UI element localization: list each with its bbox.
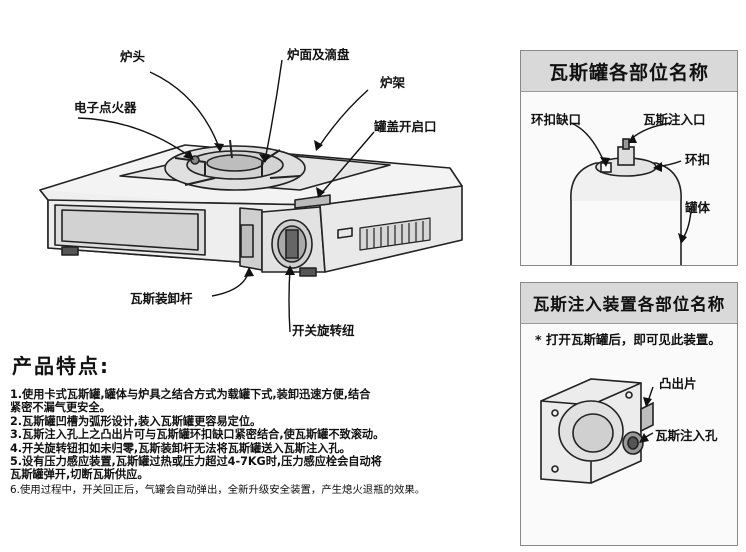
injector-note: * 打开瓦斯罐后，即可见此装置。 bbox=[535, 331, 731, 348]
canister-illustration bbox=[570, 122, 692, 265]
injector-parts-panel: 瓦斯注入装置各部位名称 * 打开瓦斯罐后，即可见此装置。 bbox=[520, 282, 738, 546]
burner-head-label: 炉头 bbox=[120, 49, 146, 64]
canister-panel-title: 瓦斯罐各部位名称 bbox=[521, 51, 737, 92]
feature-item-3: 3.瓦斯注入孔上之凸出片可与瓦斯罐环扣缺口紧密结合,使瓦斯罐不致滚动。 bbox=[10, 428, 385, 442]
ring-buckle-label: 环扣 bbox=[685, 152, 711, 167]
protrusion-label: 凸出片 bbox=[659, 376, 697, 391]
features-title: 产品特点: bbox=[12, 354, 110, 378]
feature-item-5: 5.设有压力感应装置,瓦斯罐过热或压力超过4-7KG时,压力感应栓会自动将 瓦斯… bbox=[10, 455, 382, 482]
note-text: 打开瓦斯罐后，即可见此装置。 bbox=[545, 332, 721, 347]
ring-notch-label: 环扣缺口 bbox=[531, 112, 582, 127]
canister-cover-opening-label: 罐盖开启口 bbox=[374, 119, 437, 134]
feature-item-2: 2.瓦斯罐凹槽为弧形设计,装入瓦斯罐更容易定位。 bbox=[10, 414, 262, 428]
injector-illustration bbox=[540, 378, 654, 484]
feature-item-6: 6.使用过程中，开关回正后，气罐会自动弹出，全新升级安全装置，产生熄火退瓶的效果… bbox=[10, 483, 426, 496]
feature-item-4: 4.开关旋转钮扣如未归零,瓦斯装卸杆无法将瓦斯罐送入瓦斯注入孔。 bbox=[10, 441, 351, 455]
note-mark: * bbox=[535, 332, 542, 347]
switch-knob-label: 开关旋转纽 bbox=[292, 323, 355, 338]
electronic-igniter-label: 电子点火器 bbox=[74, 100, 137, 115]
pot-support-label: 炉架 bbox=[380, 75, 406, 90]
stove-top-drip-tray-label: 炉面及滴盘 bbox=[287, 47, 350, 62]
gas-inlet-label: 瓦斯注入口 bbox=[643, 112, 706, 127]
features-list: 1.使用卡式瓦斯罐,罐体与炉具之结合方式为载罐下式,装卸迅速方便,结合 紧密不漏… bbox=[10, 388, 522, 497]
canister-parts-panel: 瓦斯罐各部位名称 环扣缺口 瓦斯注入口 环扣 bbox=[520, 50, 738, 266]
feature-item-1: 1.使用卡式瓦斯罐,罐体与炉具之结合方式为载罐下式,装卸迅速方便,结合 紧密不漏… bbox=[10, 388, 371, 415]
injector-panel-title: 瓦斯注入装置各部位名称 bbox=[521, 283, 737, 324]
gas-loading-lever-label: 瓦斯装卸杆 bbox=[130, 291, 193, 306]
can-body-label: 罐体 bbox=[685, 200, 711, 215]
gas-inlet-hole-label: 瓦斯注入孔 bbox=[655, 428, 718, 443]
